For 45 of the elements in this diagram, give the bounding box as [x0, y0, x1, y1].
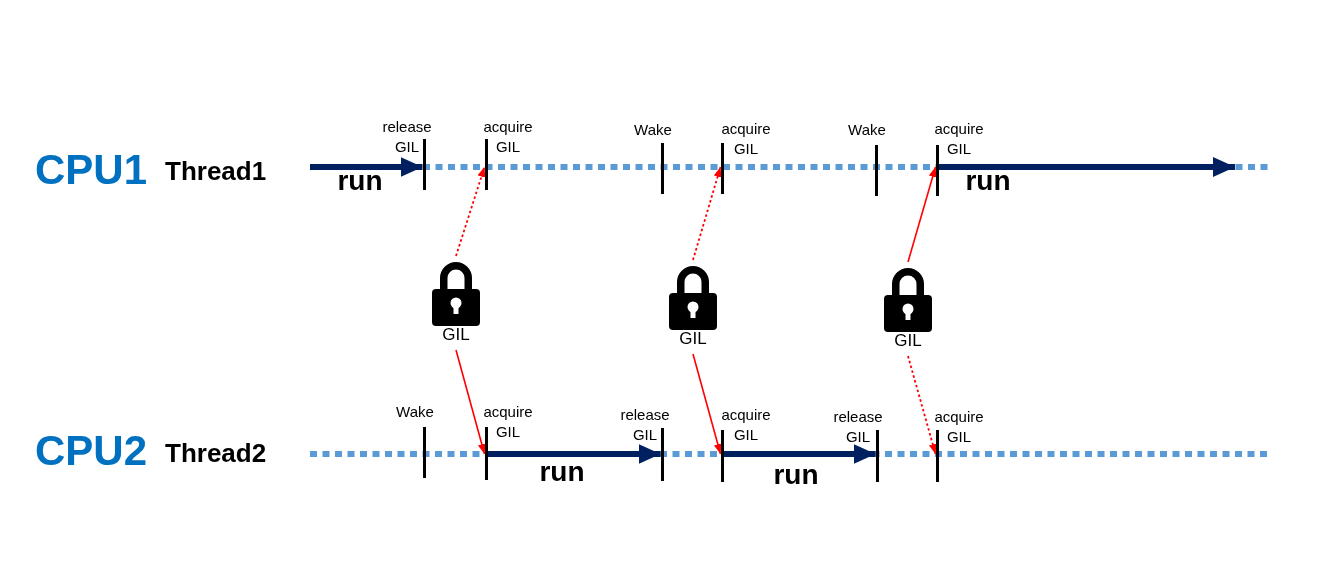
edge-label: run [539, 463, 585, 481]
tick-mark [660, 428, 664, 481]
thread-label: Thread2 [165, 440, 267, 466]
thick-arrow [723, 444, 876, 464]
cpu-label: CPU1 [35, 149, 148, 191]
cpu-label: CPU2 [35, 430, 148, 472]
thread-label: Thread1 [165, 158, 267, 184]
tick-mark [660, 143, 664, 194]
lock-label: GIL [679, 330, 707, 348]
thick-arrow [938, 157, 1235, 177]
lock-label: GIL [442, 326, 470, 344]
dotted-arrow [455, 166, 486, 257]
tick-mark [484, 427, 488, 480]
edge-label: run [773, 466, 819, 484]
thick-arrow [310, 157, 423, 177]
tick-mark [422, 139, 426, 190]
dotted-arrow [692, 166, 722, 261]
tick-mark [720, 143, 724, 194]
tick-label: release GIL [833, 407, 883, 447]
tick-mark [422, 427, 426, 478]
tick-mark [935, 145, 939, 196]
tick-label: acquire GIL [934, 119, 984, 159]
arrow [907, 166, 937, 263]
arrow [692, 353, 722, 455]
tick-mark [720, 430, 724, 482]
tick-label: Wake [848, 120, 886, 140]
lock-label: GIL [894, 332, 922, 350]
tick-label: acquire GIL [934, 407, 984, 447]
tick-label: Wake [396, 402, 434, 422]
dotted-arrow [907, 355, 937, 455]
tick-label: acquire GIL [483, 402, 533, 442]
tick-label: acquire GIL [483, 117, 533, 157]
tick-mark [874, 145, 878, 196]
edge-label: run [965, 172, 1011, 190]
tick-mark [875, 430, 879, 482]
tick-label: acquire GIL [721, 119, 771, 159]
tick-label: release GIL [382, 117, 432, 157]
tick-label: Wake [634, 120, 672, 140]
thick-arrow [487, 444, 661, 464]
tick-label: release GIL [620, 405, 670, 445]
tick-mark [935, 430, 939, 482]
tick-label: acquire GIL [721, 405, 771, 445]
arrow [455, 349, 486, 455]
edge-label: run [337, 172, 383, 190]
tick-mark [484, 139, 488, 190]
